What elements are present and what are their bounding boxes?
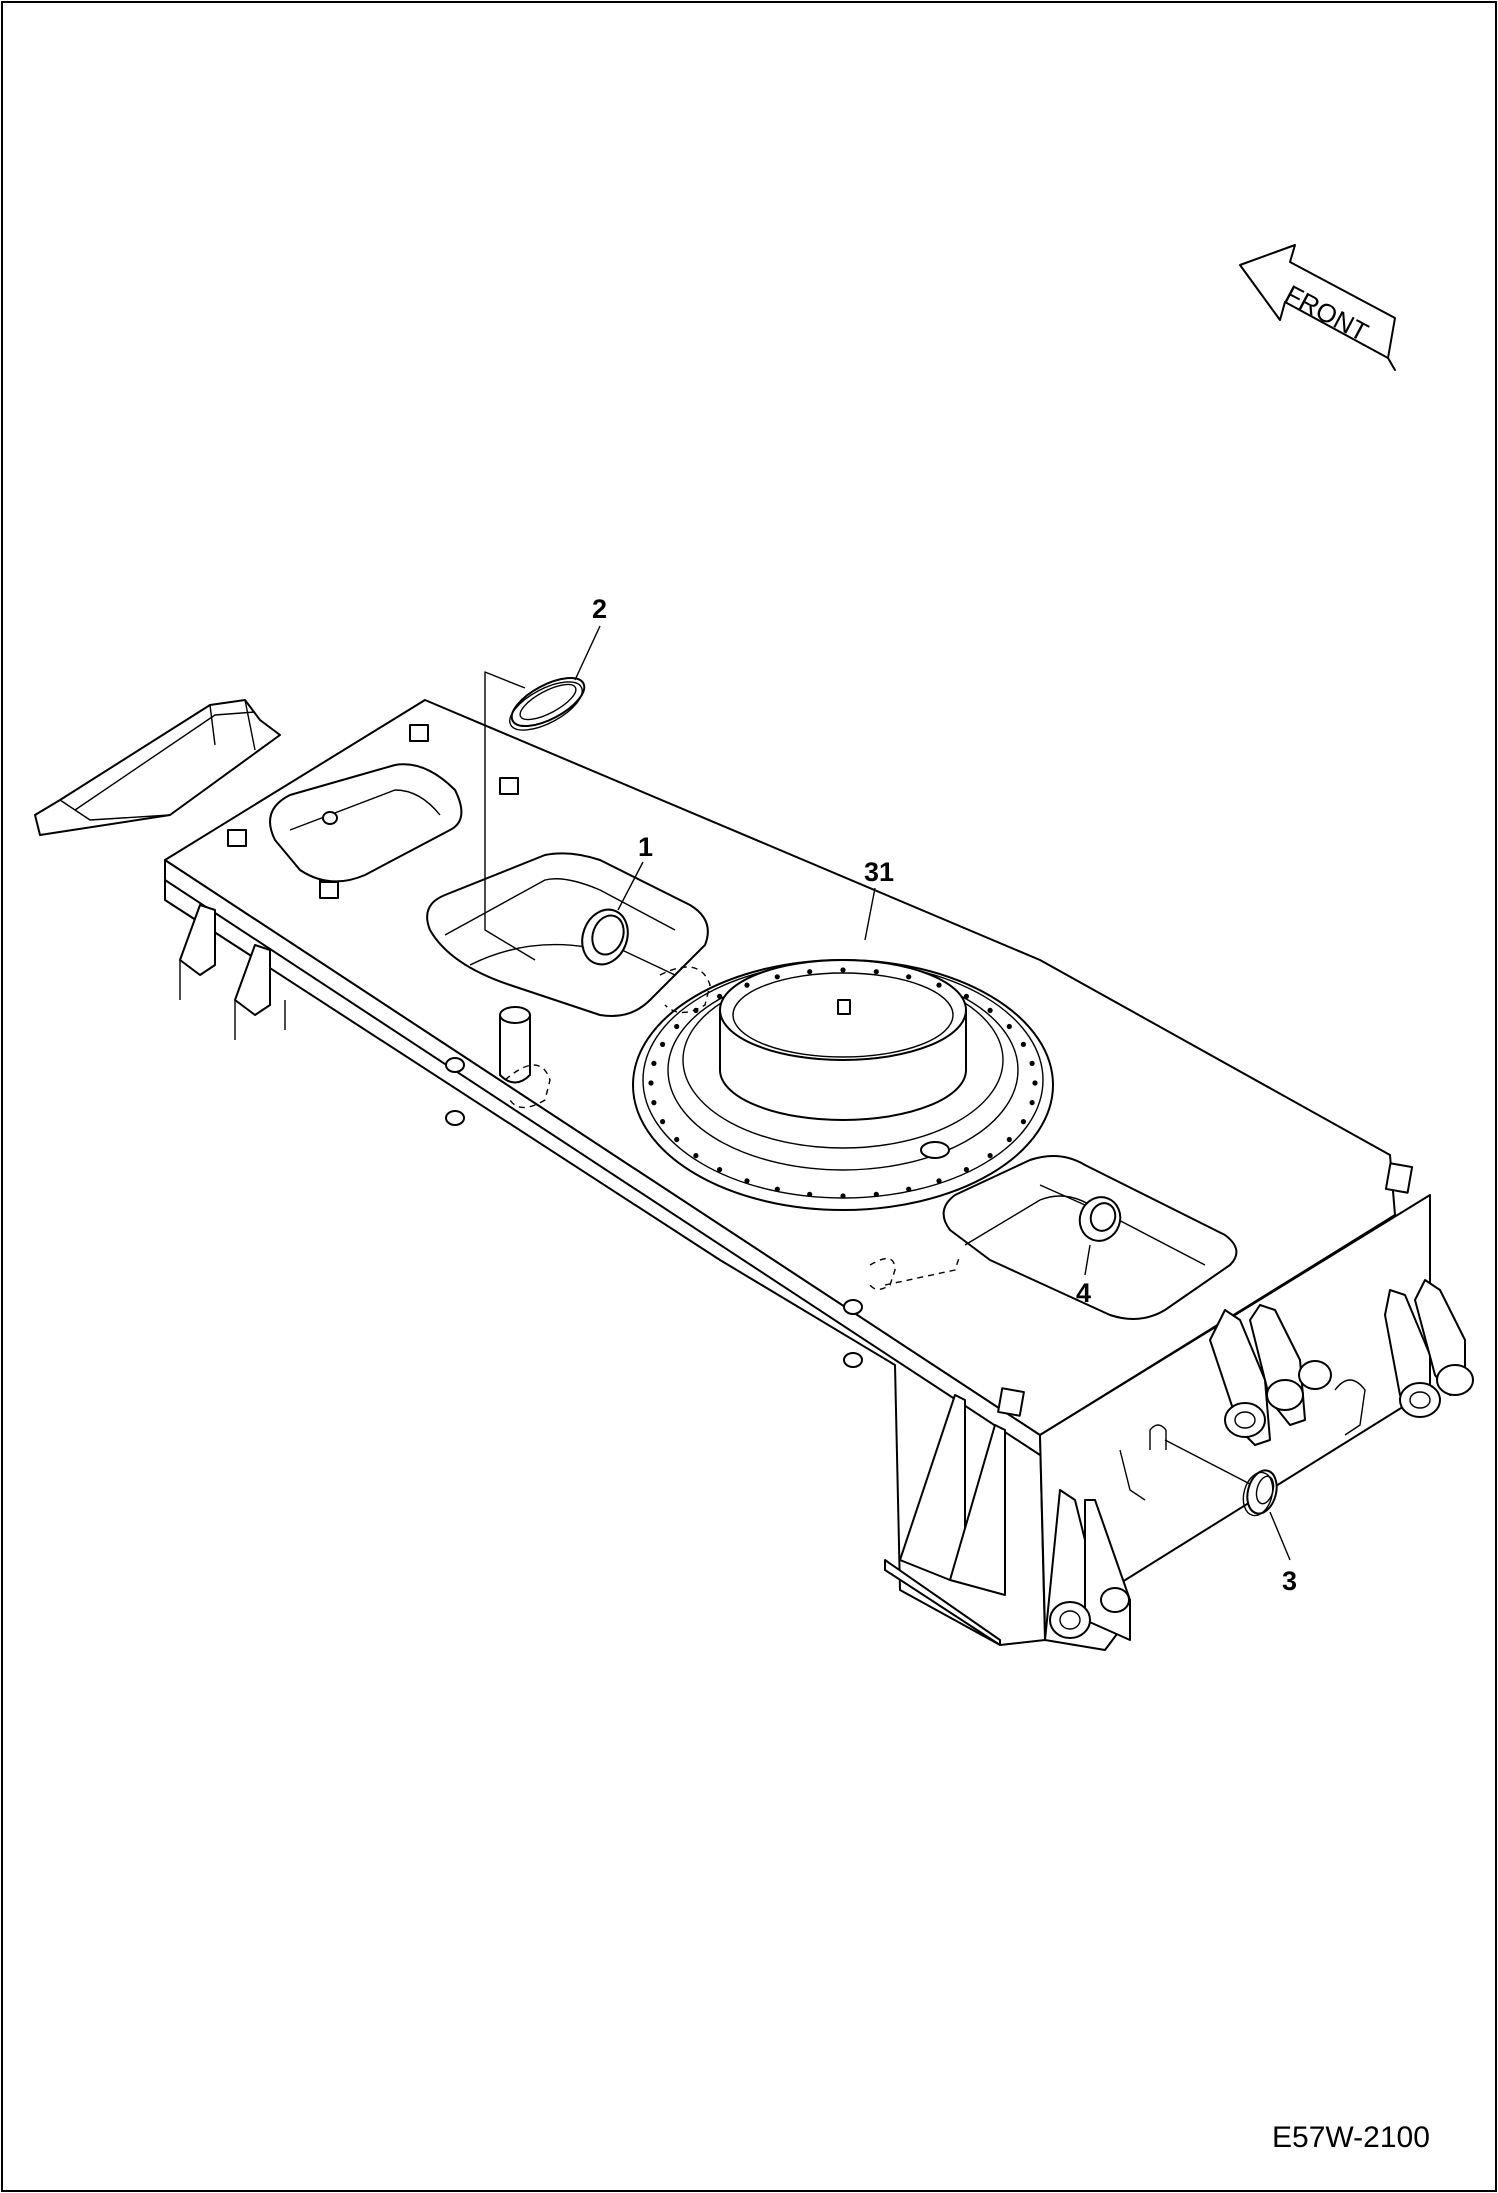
side-bosses bbox=[322, 811, 863, 1368]
bolt-hole bbox=[774, 974, 780, 980]
rear-lugs bbox=[179, 904, 286, 1040]
bolt-hole bbox=[906, 974, 912, 980]
bolt-hole bbox=[744, 982, 750, 988]
callout-1: 1 bbox=[638, 832, 653, 862]
swing-bearing-ring bbox=[632, 959, 1054, 1211]
bolt-hole bbox=[1029, 1100, 1035, 1106]
bolt-hole bbox=[774, 1186, 780, 1192]
bolt-hole bbox=[936, 1178, 942, 1184]
part-3-grommet bbox=[1242, 1469, 1278, 1517]
bolt-hole bbox=[840, 967, 846, 973]
bolt-hole bbox=[807, 969, 813, 975]
bolt-hole bbox=[1032, 1080, 1038, 1086]
bolt-hole bbox=[660, 1041, 666, 1047]
callout-3: 3 bbox=[1282, 1566, 1297, 1596]
bolt-hole bbox=[987, 1007, 993, 1014]
top-boss bbox=[227, 829, 247, 847]
bolt-hole bbox=[1006, 1023, 1012, 1030]
part-2-grommet bbox=[509, 676, 586, 731]
bolt-hole bbox=[873, 969, 879, 975]
bolt-hole bbox=[1020, 1041, 1026, 1047]
bolt-hole bbox=[1006, 1136, 1012, 1143]
hydraulic-fitting bbox=[499, 966, 961, 1290]
bolt-hole bbox=[674, 1136, 680, 1143]
bolt-hole bbox=[674, 1023, 680, 1030]
part-4-grommet bbox=[1078, 1196, 1122, 1242]
top-boss bbox=[409, 724, 429, 742]
drawing-code: E57W-2100 bbox=[1272, 2121, 1430, 2154]
bolt-hole bbox=[717, 1167, 723, 1173]
front-axle-lugs bbox=[997, 1162, 1474, 1450]
bolt-hole bbox=[906, 1186, 912, 1192]
top-boss bbox=[319, 881, 339, 899]
bolt-hole bbox=[873, 1191, 879, 1197]
bolt-hole bbox=[651, 1100, 657, 1106]
callout-4: 4 bbox=[1076, 1278, 1091, 1308]
leader-lines bbox=[484, 625, 1291, 1561]
callout-2: 2 bbox=[592, 594, 607, 624]
bolt-hole bbox=[987, 1153, 993, 1159]
top-boss bbox=[499, 777, 519, 795]
bolt-hole bbox=[693, 1153, 699, 1159]
bolt-hole bbox=[744, 1178, 750, 1184]
bolt-hole bbox=[963, 1167, 970, 1173]
bolt-hole bbox=[1029, 1060, 1035, 1066]
bolt-hole bbox=[963, 993, 970, 1000]
front-bracket-assembly bbox=[884, 1394, 1146, 1651]
bolt-hole bbox=[807, 1191, 813, 1197]
undercarriage-frame bbox=[34, 699, 1474, 1651]
part-1-grommet bbox=[581, 908, 629, 966]
bolt-hole bbox=[840, 1193, 846, 1199]
bolt-hole bbox=[660, 1119, 666, 1125]
bolt-hole bbox=[651, 1060, 657, 1066]
bolt-hole bbox=[936, 982, 942, 988]
bolt-hole bbox=[1020, 1119, 1026, 1125]
bolt-hole bbox=[648, 1080, 654, 1086]
bolt-hole bbox=[717, 993, 723, 1000]
callout-31: 31 bbox=[864, 857, 894, 887]
front-direction-arrow: FRONT bbox=[1239, 244, 1396, 371]
